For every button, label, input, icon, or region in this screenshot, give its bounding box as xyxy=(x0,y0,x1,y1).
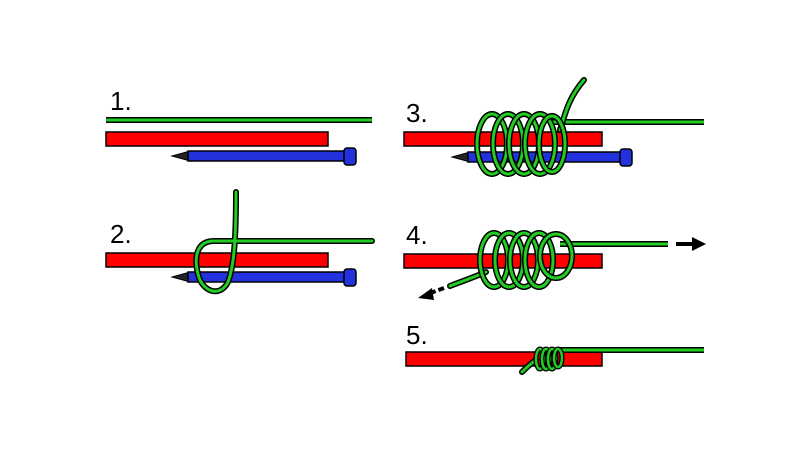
tight-knot xyxy=(533,346,565,372)
step-4-label: 4. xyxy=(406,220,428,250)
step-5-label: 5. xyxy=(406,320,428,350)
red-bar xyxy=(405,351,603,367)
arrow-right-icon xyxy=(676,237,706,251)
blue-needle xyxy=(170,268,357,287)
line-coils xyxy=(477,230,575,290)
step-2: 2. xyxy=(105,189,375,295)
step-3-label: 3. xyxy=(406,98,428,128)
step-1: 1. xyxy=(105,86,372,166)
fishing-line xyxy=(552,77,704,133)
line-coils xyxy=(474,111,568,177)
arrow-left-icon xyxy=(418,286,445,300)
step-3: 3. xyxy=(403,77,704,177)
red-bar xyxy=(403,131,603,147)
blue-needle xyxy=(450,148,633,167)
step-2-label: 2. xyxy=(110,219,132,249)
red-bar xyxy=(105,131,329,147)
step-5: 5. xyxy=(405,320,704,375)
red-bar xyxy=(105,252,329,268)
fishing-line-loop xyxy=(193,189,375,295)
step-4: 4. xyxy=(403,220,706,300)
step-1-label: 1. xyxy=(110,86,132,116)
blue-needle xyxy=(170,147,357,166)
